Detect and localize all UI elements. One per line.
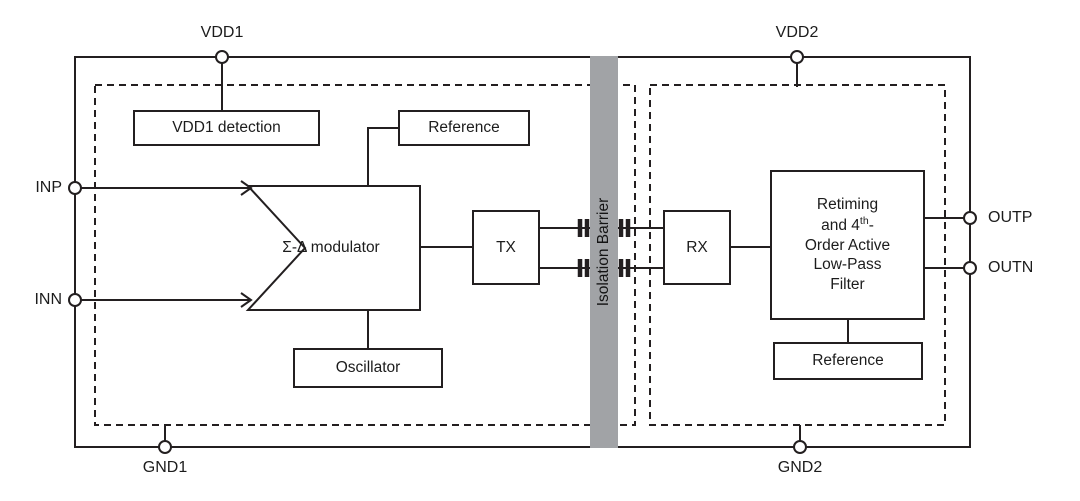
- pin-label-outn: OUTN: [988, 259, 1034, 276]
- oscillator-label: Oscillator: [335, 359, 401, 377]
- pin-circle-vdd2: [790, 50, 804, 64]
- reference-right-block: Reference: [773, 342, 923, 380]
- pin-circle-inp: [68, 181, 82, 195]
- reference-left-wire: [367, 127, 398, 186]
- tx-block: TX: [472, 210, 540, 285]
- pin-circle-vdd1: [215, 50, 229, 64]
- pin-terminals: [68, 50, 977, 454]
- pin-label-gnd1: GND1: [142, 459, 188, 476]
- pin-label-vdd2: VDD2: [775, 24, 819, 41]
- vdd1-detection-label: VDD1 detection: [172, 119, 281, 137]
- pin-label-outp: OUTP: [988, 209, 1033, 226]
- modulator-label: Σ-Δ modulator: [282, 239, 380, 256]
- isolation-barrier-bar: [590, 56, 618, 448]
- pin-circle-outp: [963, 211, 977, 225]
- pin-circle-gnd1: [158, 440, 172, 454]
- inp-chevron-icon: [240, 180, 253, 196]
- isolation-capacitor-icon-bottom: [577, 259, 631, 277]
- retiming-filter-label: Retiming and 4th- Order Active Low-Pass …: [804, 195, 891, 294]
- tx-label: TX: [496, 238, 516, 256]
- rx-block: RX: [663, 210, 731, 285]
- reference-left-block: Reference: [398, 110, 530, 146]
- sigma-delta-modulator-shape: [245, 185, 421, 311]
- pin-circle-gnd2: [793, 440, 807, 454]
- vdd1-detection-block: VDD1 detection: [133, 110, 320, 146]
- retiming-filter-block: Retiming and 4th- Order Active Low-Pass …: [770, 170, 925, 320]
- input-side-dashed-region: [94, 84, 636, 426]
- reference-right-label: Reference: [812, 352, 884, 370]
- isolation-capacitor-icon-top: [577, 219, 631, 237]
- package-outline: [74, 56, 971, 448]
- isolation-barrier-label: Isolation Barrier: [595, 197, 612, 307]
- rx-label: RX: [686, 238, 708, 256]
- pin-circle-outn: [963, 261, 977, 275]
- pin-label-inp: INP: [35, 179, 62, 196]
- oscillator-block: Oscillator: [293, 348, 443, 388]
- pin-label-vdd1: VDD1: [200, 24, 244, 41]
- reference-left-label: Reference: [428, 119, 500, 137]
- pin-circle-inn: [68, 293, 82, 307]
- inn-chevron-icon: [240, 292, 253, 308]
- pin-label-inn: INN: [34, 291, 62, 308]
- pin-label-gnd2: GND2: [777, 459, 823, 476]
